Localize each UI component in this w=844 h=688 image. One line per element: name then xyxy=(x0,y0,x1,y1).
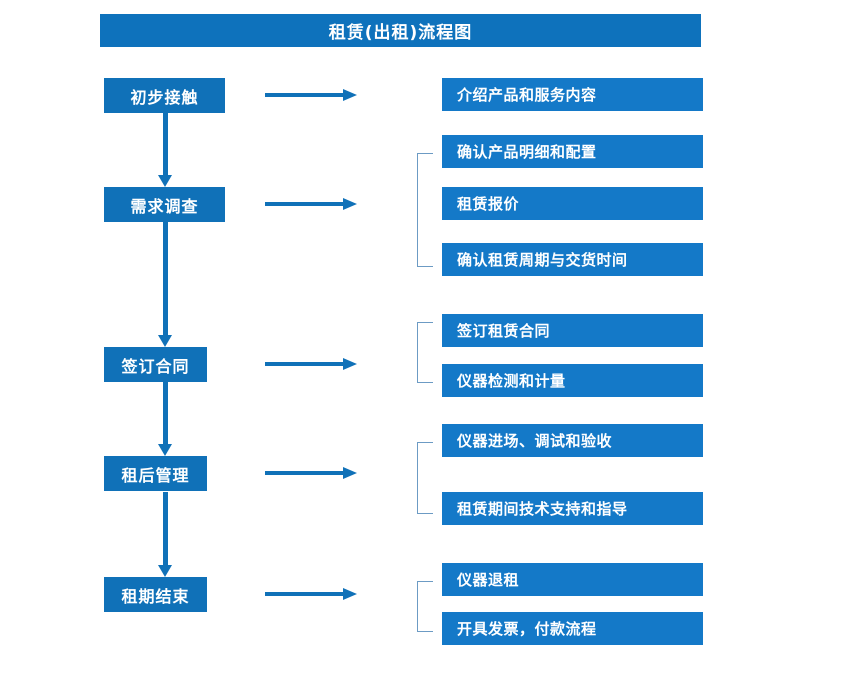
detail-box-10[interactable]: 开具发票，付款流程 xyxy=(442,612,703,645)
horizontal-arrow-icon-4 xyxy=(265,467,357,479)
vertical-arrow-icon-1 xyxy=(158,113,172,187)
arrow-shaft xyxy=(265,93,343,97)
horizontal-arrow-icon-2 xyxy=(265,198,357,210)
arrow-head xyxy=(343,358,357,370)
arrow-head xyxy=(158,444,172,456)
arrow-shaft xyxy=(265,592,343,596)
vertical-arrow-icon-2 xyxy=(158,222,172,347)
detail-box-9[interactable]: 仪器退租 xyxy=(442,563,703,596)
detail-box-3[interactable]: 租赁报价 xyxy=(442,187,703,220)
detail-box-1[interactable]: 介绍产品和服务内容 xyxy=(442,78,703,111)
detail-box-6[interactable]: 仪器检测和计量 xyxy=(442,364,703,397)
detail-box-5[interactable]: 签订租赁合同 xyxy=(442,314,703,347)
arrow-head xyxy=(343,588,357,600)
arrow-head xyxy=(343,89,357,101)
detail-box-4[interactable]: 确认租赁周期与交货时间 xyxy=(442,243,703,276)
stage-box-4[interactable]: 租后管理 xyxy=(104,456,207,491)
detail-box-8[interactable]: 租赁期间技术支持和指导 xyxy=(442,492,703,525)
horizontal-arrow-icon-1 xyxy=(265,89,357,101)
group-bracket-2 xyxy=(417,322,433,383)
vertical-arrow-icon-3 xyxy=(158,382,172,456)
group-bracket-1 xyxy=(417,153,433,267)
arrow-shaft xyxy=(163,492,168,565)
stage-box-1[interactable]: 初步接触 xyxy=(104,78,225,113)
arrow-head xyxy=(158,175,172,187)
arrow-shaft xyxy=(163,222,168,335)
arrow-shaft xyxy=(265,471,343,475)
arrow-head xyxy=(158,335,172,347)
arrow-shaft xyxy=(163,113,168,175)
horizontal-arrow-icon-5 xyxy=(265,588,357,600)
arrow-head xyxy=(343,198,357,210)
page-title: 租赁(出租)流程图 xyxy=(100,14,701,47)
detail-box-2[interactable]: 确认产品明细和配置 xyxy=(442,135,703,168)
horizontal-arrow-icon-3 xyxy=(265,358,357,370)
stage-box-2[interactable]: 需求调查 xyxy=(104,187,225,222)
vertical-arrow-icon-4 xyxy=(158,492,172,577)
arrow-shaft xyxy=(265,202,343,206)
arrow-head xyxy=(343,467,357,479)
stage-box-5[interactable]: 租期结束 xyxy=(104,577,207,612)
group-bracket-3 xyxy=(417,442,433,514)
arrow-shaft xyxy=(163,382,168,444)
stage-box-3[interactable]: 签订合同 xyxy=(104,347,207,382)
arrow-head xyxy=(158,565,172,577)
arrow-shaft xyxy=(265,362,343,366)
group-bracket-4 xyxy=(417,581,433,632)
detail-box-7[interactable]: 仪器进场、调试和验收 xyxy=(442,424,703,457)
